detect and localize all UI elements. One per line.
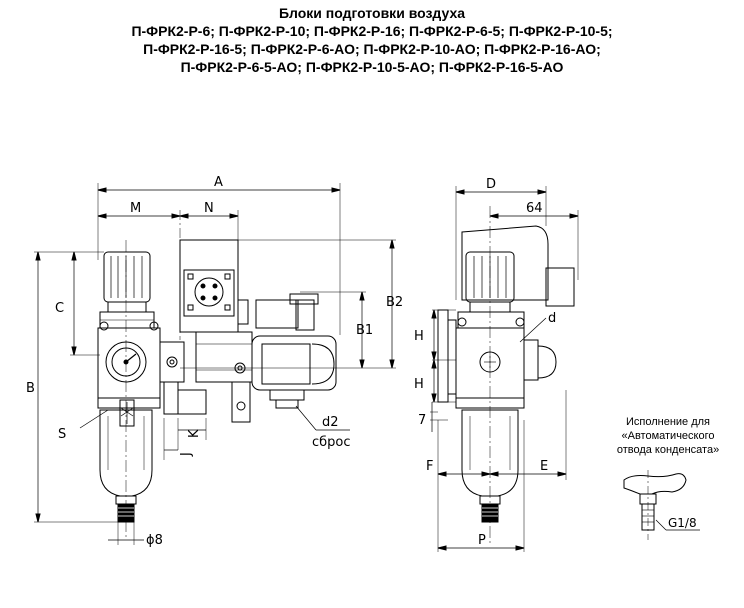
dim-F-label: F [426, 459, 433, 474]
dim-S-label: S [58, 427, 66, 442]
dim-d-label: d [548, 311, 556, 326]
dim-A-label: A [214, 175, 223, 190]
dim-phi8-label: ϕ8 [146, 533, 163, 548]
model-list-line-1: П-ФРК2-Р-6; П-ФРК2-Р-10; П-ФРК2-Р-16; П-… [131, 23, 613, 39]
dim-G-label: G1/8 [668, 516, 697, 530]
auto-drain-note-line-2: «Автоматического [621, 430, 715, 442]
dim-7-label: 7 [418, 413, 426, 428]
auto-drain-detail: G1/8 [623, 470, 700, 540]
dim-B1-label: B1 [356, 323, 373, 338]
dim-J-label: J [179, 452, 194, 457]
drawing-title: Блоки подготовки воздуха [278, 5, 466, 21]
dim-H-top-label: H [414, 329, 424, 344]
auto-drain-note-line-3: отвода конденсата» [616, 444, 720, 456]
exhaust-label: сброс [312, 435, 351, 450]
dim-B2-label: B2 [386, 295, 403, 310]
auto-drain-note-line-1: Исполнение для [625, 416, 711, 428]
dim-64-label: 64 [526, 201, 543, 216]
dim-H-bottom-label: H [414, 377, 424, 392]
dim-d2-label: d2 [322, 415, 339, 430]
front-view: A M N B C B1 [26, 175, 403, 548]
dim-N-label: N [204, 201, 214, 216]
dim-C-label: C [55, 301, 64, 316]
side-view: D 64 d [414, 177, 579, 552]
model-list-line-2: П-ФРК2-Р-16-5; П-ФРК2-Р-6-АО; П-ФРК2-Р-1… [143, 41, 601, 57]
model-list-line-3: П-ФРК2-Р-6-5-АО; П-ФРК2-Р-10-5-АО; П-ФРК… [180, 59, 564, 75]
dim-D-label: D [486, 177, 496, 192]
dim-E-label: E [540, 459, 548, 474]
dim-M-label: M [130, 201, 141, 216]
dim-P-label: P [478, 533, 486, 548]
dim-K-label: K [187, 429, 202, 438]
auto-drain-note: Исполнение для «Автоматического отвода к… [588, 415, 744, 457]
dim-B-label: B [26, 381, 35, 396]
